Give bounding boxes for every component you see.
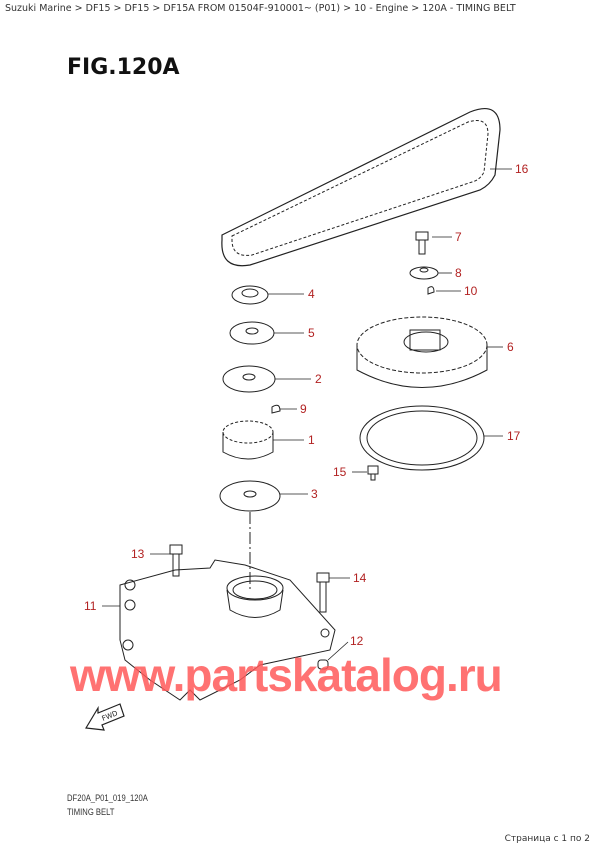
breadcrumb[interactable]: Suzuki Marine > DF15 > DF15 > DF15A FROM… <box>5 3 516 14</box>
callout-2[interactable]: 2 <box>315 372 322 386</box>
callout-14[interactable]: 14 <box>353 571 367 585</box>
callout-16[interactable]: 16 <box>515 162 529 176</box>
plate-17[interactable] <box>359 405 485 471</box>
crankshaft-sprocket[interactable] <box>222 420 274 460</box>
fwd-arrow-icon: FWD <box>85 703 125 731</box>
guide-5[interactable] <box>229 321 275 345</box>
figure-title: FIG.120A <box>67 55 180 80</box>
callout-13[interactable]: 13 <box>131 547 145 561</box>
nut-4[interactable] <box>231 285 269 305</box>
callout-17[interactable]: 17 <box>507 429 521 443</box>
bolt-14[interactable] <box>316 572 330 613</box>
callout-6[interactable]: 6 <box>507 340 514 354</box>
callout-10[interactable]: 10 <box>464 284 478 298</box>
callout-7[interactable]: 7 <box>455 230 462 244</box>
callout-11[interactable]: 11 <box>84 599 97 613</box>
callout-8[interactable]: 8 <box>455 266 462 280</box>
callout-5[interactable]: 5 <box>308 326 315 340</box>
callout-3[interactable]: 3 <box>311 487 318 501</box>
drawing-title: TIMING BELT <box>67 807 115 817</box>
dowel-pin-12[interactable] <box>317 659 329 670</box>
drawing-code: DF20A_P01_019_120A <box>67 793 148 803</box>
screw-15[interactable] <box>367 465 379 481</box>
page-indicator: Страница с 1 по 2 <box>504 834 590 844</box>
callout-1[interactable]: 1 <box>308 433 315 447</box>
timing-belt[interactable] <box>221 108 501 267</box>
washer-8[interactable] <box>409 266 439 280</box>
guide-2[interactable] <box>222 365 276 393</box>
callout-15[interactable]: 15 <box>333 465 347 479</box>
camshaft-pulley[interactable] <box>356 316 488 388</box>
guide-3[interactable] <box>219 480 281 512</box>
callout-12[interactable]: 12 <box>350 634 364 648</box>
callout-9[interactable]: 9 <box>300 402 307 416</box>
oil-pump-housing[interactable] <box>119 559 336 701</box>
key-10[interactable] <box>427 286 435 295</box>
key-9[interactable] <box>271 404 281 414</box>
bolt-7[interactable] <box>415 231 429 255</box>
watermark: www.partskatalog.ru <box>70 649 503 701</box>
bolt-13[interactable] <box>169 544 183 577</box>
callout-4[interactable]: 4 <box>308 287 315 301</box>
